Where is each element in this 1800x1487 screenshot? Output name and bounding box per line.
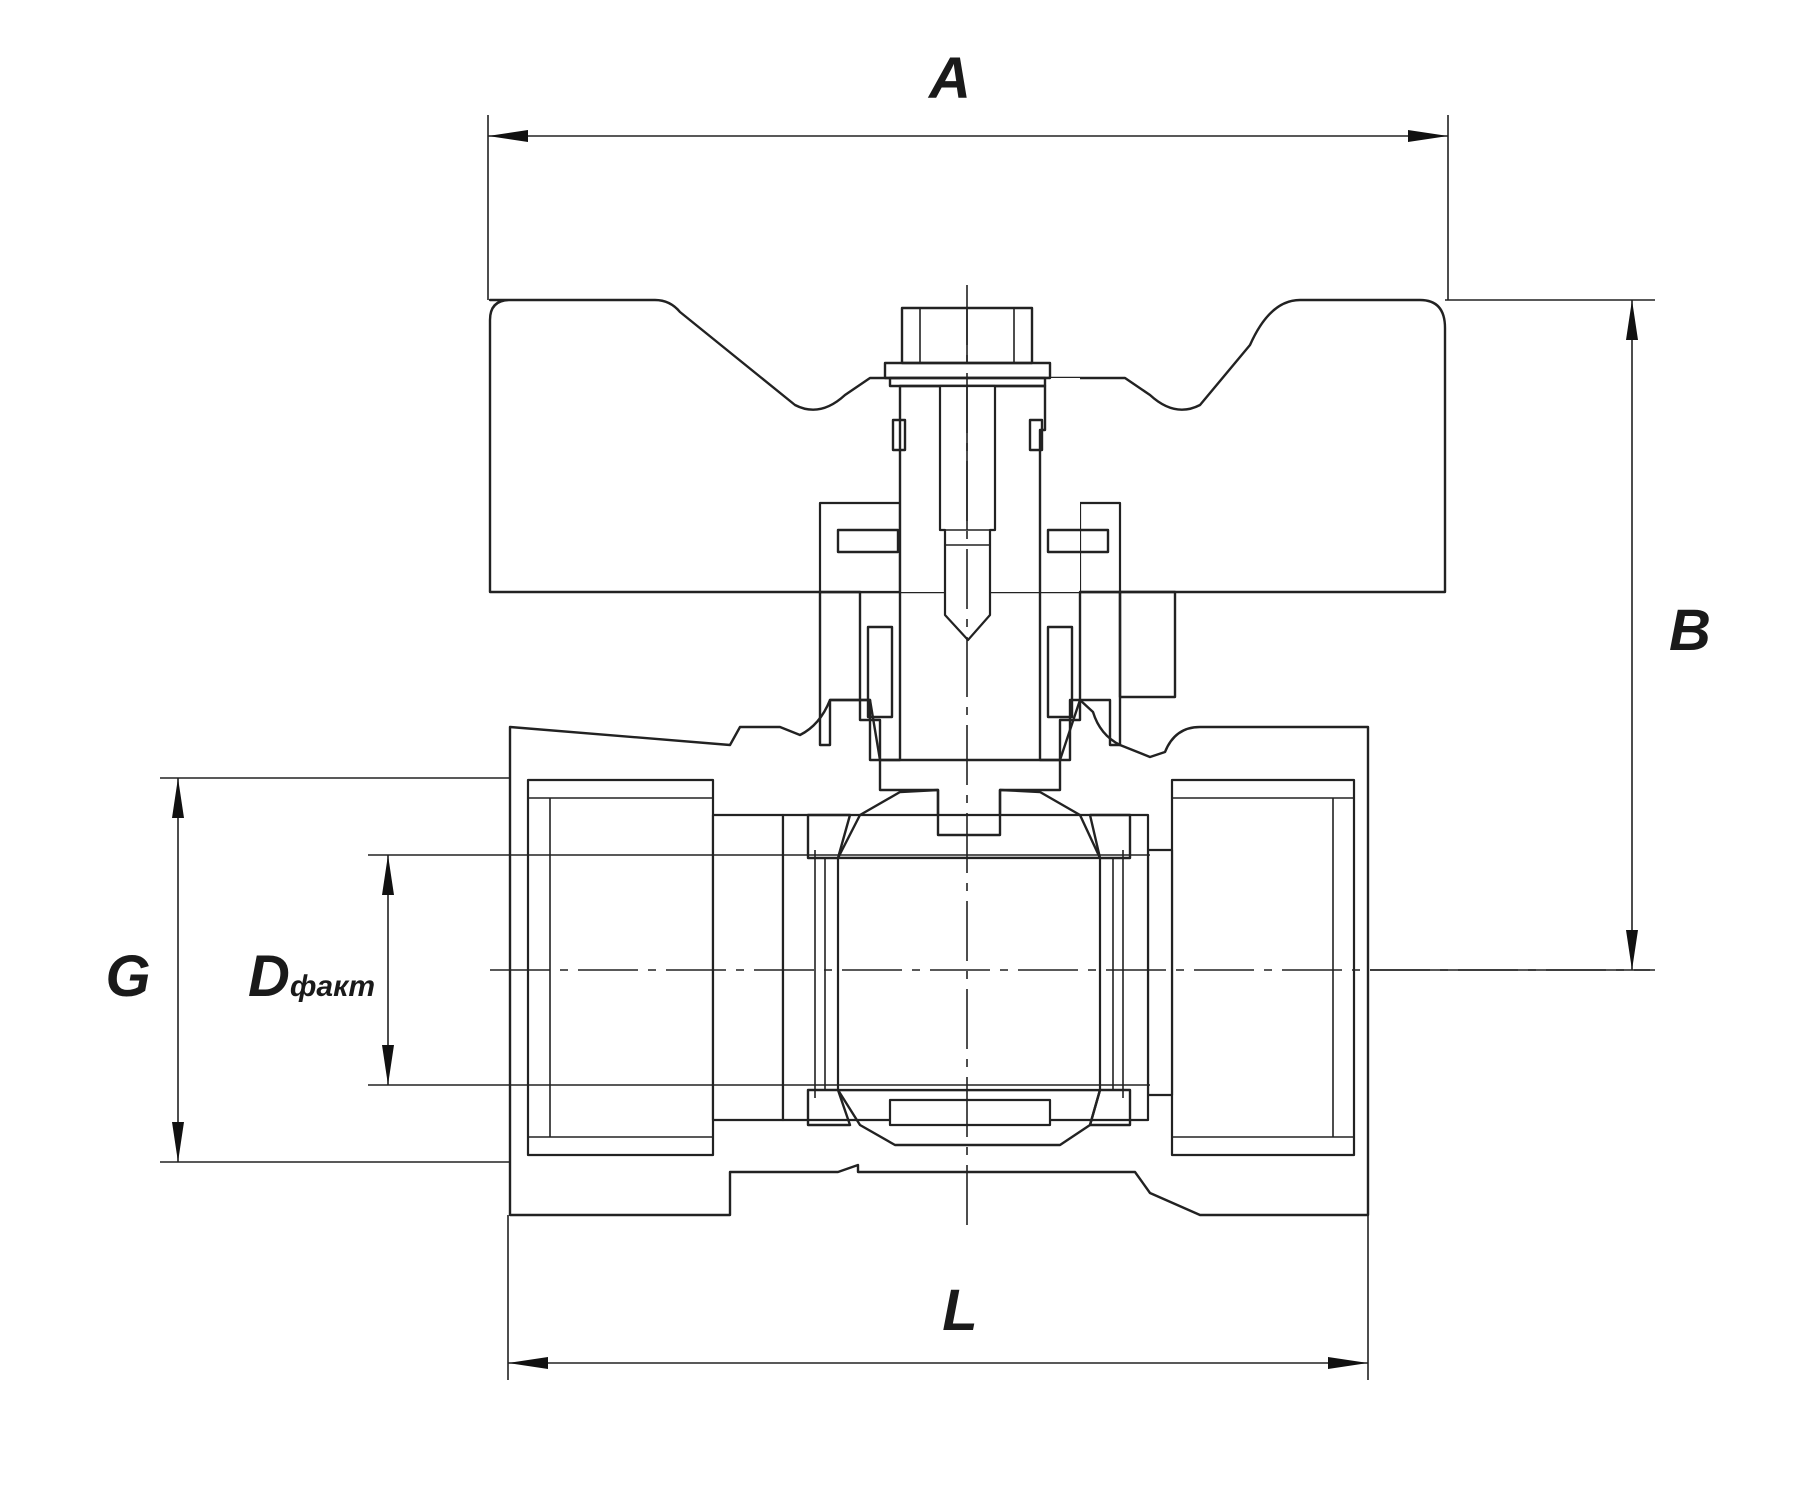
dimension-label-B: B: [1669, 598, 1711, 663]
center-lines: [490, 285, 1650, 1230]
dimension-B: [1370, 299, 1655, 971]
dimension-label-D-subscript: факт: [290, 970, 375, 1003]
dimension-D: [368, 854, 1150, 1086]
dimension-label-G: G: [105, 944, 150, 1009]
dimension-label-D: Dфакт: [248, 944, 375, 1009]
ball: [806, 788, 1132, 1147]
dimension-A: [487, 115, 1449, 300]
dimension-label-D-main: D: [248, 944, 290, 1009]
dimension-label-A: A: [927, 46, 971, 111]
dimension-label-L: L: [942, 1278, 977, 1343]
dimension-L: [507, 1215, 1369, 1380]
dimension-G: [160, 777, 510, 1163]
bonnet: [818, 590, 1177, 762]
